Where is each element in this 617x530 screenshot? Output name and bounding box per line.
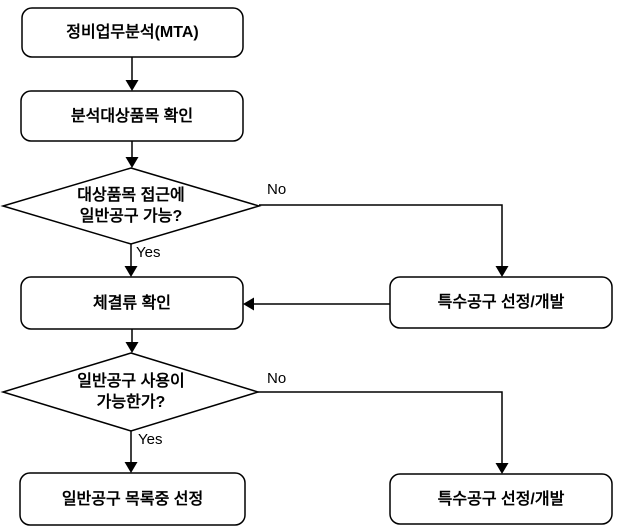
- arrowhead-down-icon: [125, 342, 139, 353]
- node-decision-general-use-shape: [0, 352, 261, 432]
- connector-decision2-no: [258, 391, 503, 471]
- arrowhead-down-icon: [124, 462, 138, 473]
- arrowhead-down-icon: [125, 80, 139, 91]
- node-select-general-tool-shape: [19, 472, 246, 526]
- arrowhead-down-icon: [125, 157, 139, 168]
- node-special-tool-top-shape: [389, 276, 613, 329]
- node-mta-shape: [21, 7, 244, 58]
- node-confirm-target-shape: [20, 90, 244, 142]
- arrowhead-down-icon: [124, 266, 138, 277]
- arrowhead-down-icon: [495, 463, 509, 474]
- node-fastener-check-shape: [20, 276, 244, 330]
- arrowhead-left-icon: [243, 297, 254, 311]
- node-decision-access-shape: [0, 167, 262, 245]
- arrowhead-down-icon: [495, 266, 509, 277]
- node-special-tool-bottom-shape: [389, 473, 613, 525]
- connector-decision1-no: [259, 204, 503, 274]
